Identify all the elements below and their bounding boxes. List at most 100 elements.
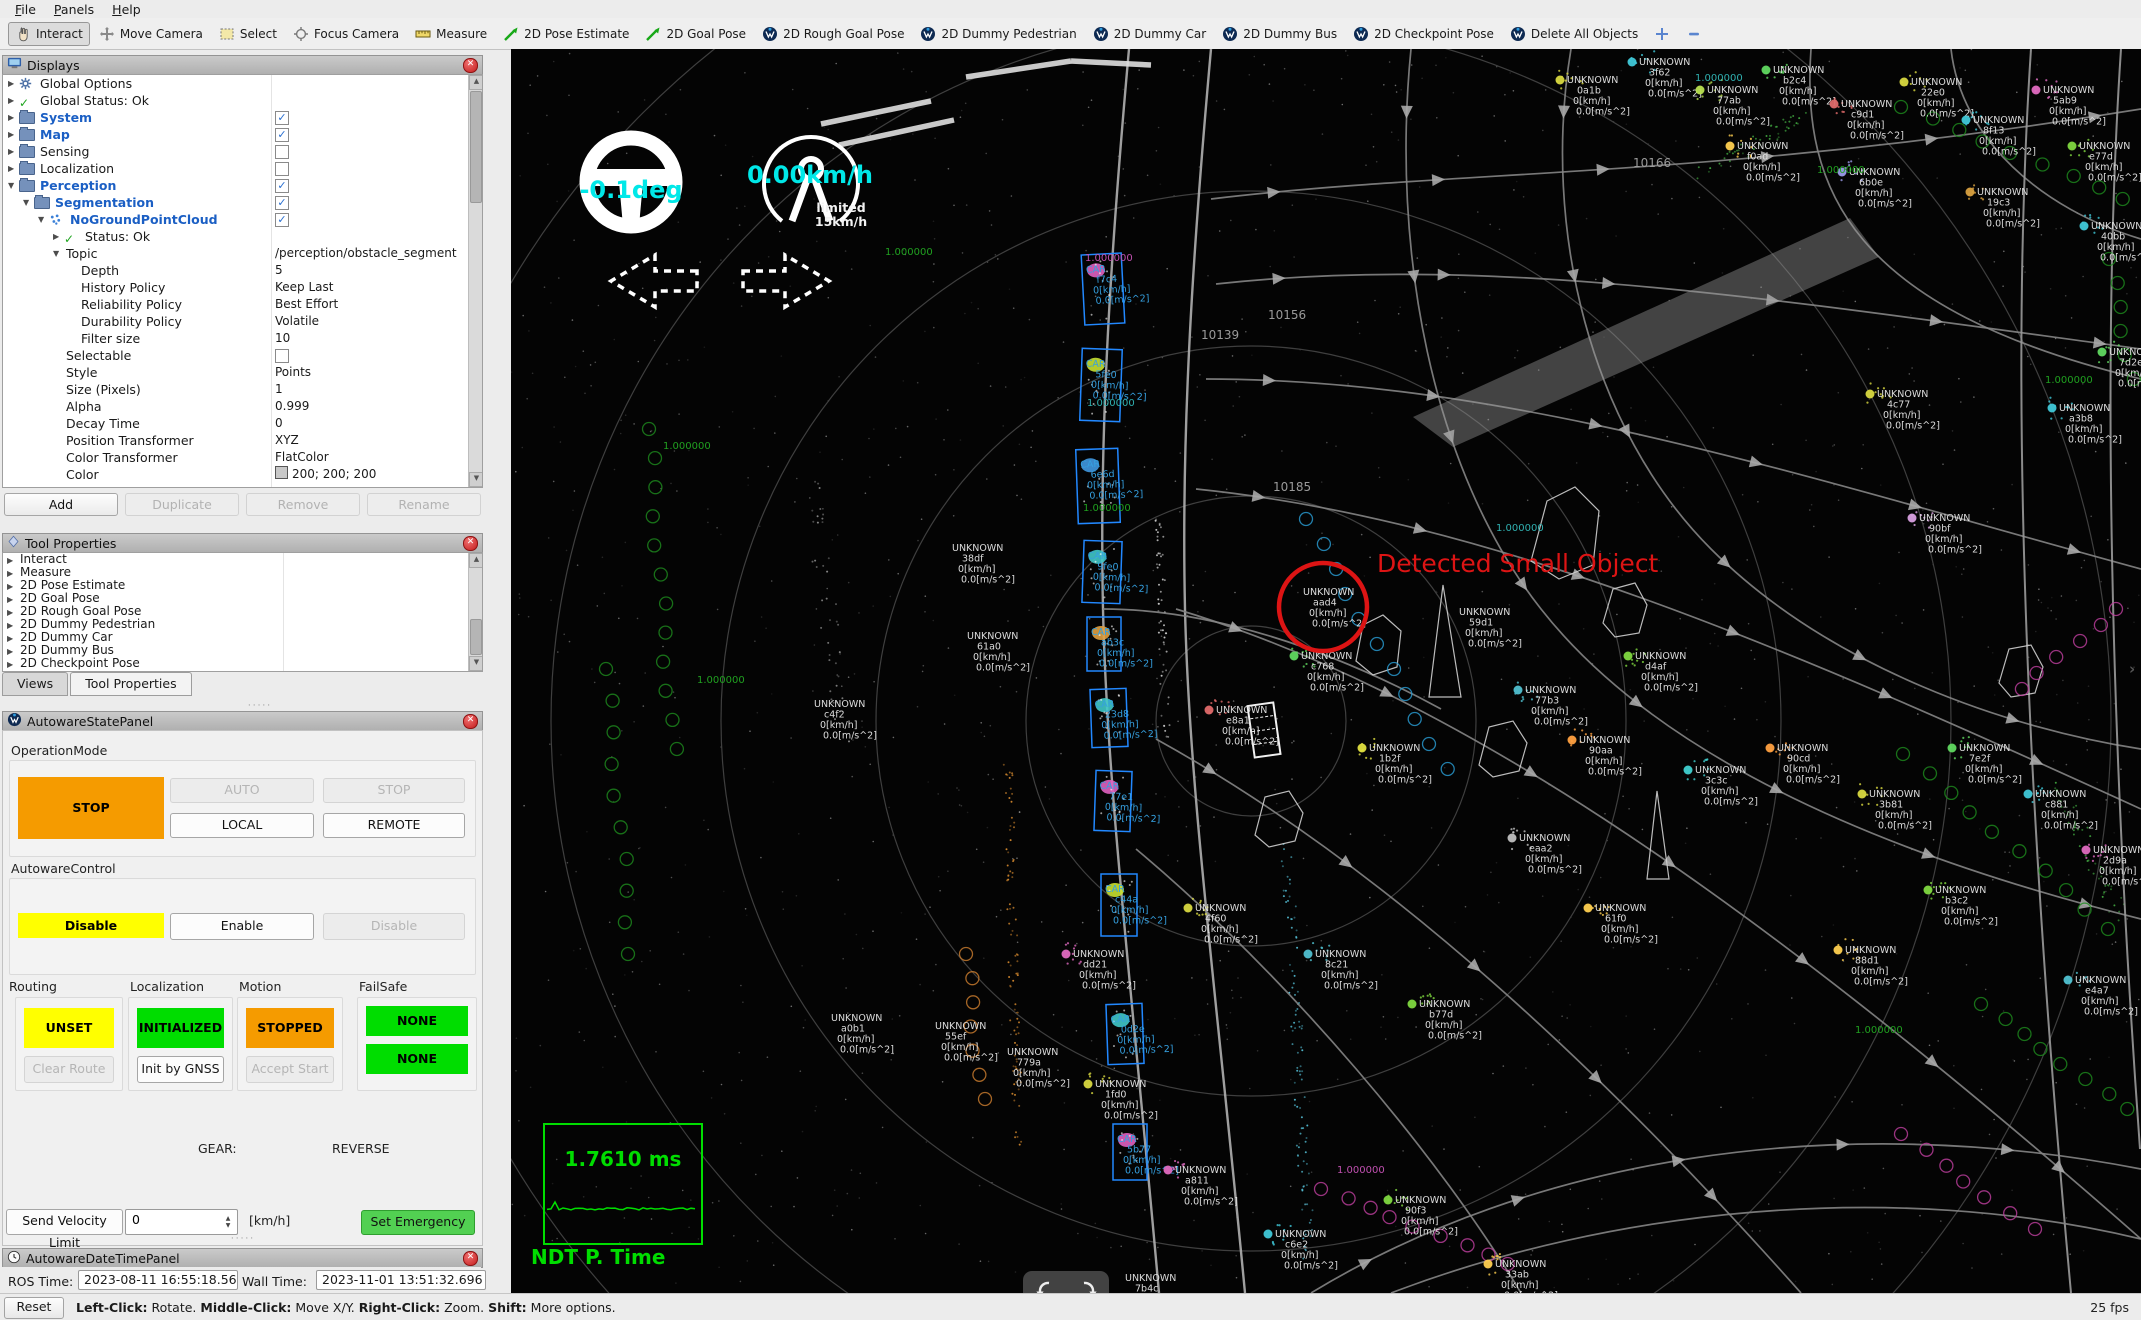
checkbox[interactable]: ✓ (275, 196, 289, 210)
tree-row-topic[interactable]: ▼Topic/perception/obstacle_segmentatio.. (3, 245, 482, 262)
send-velocity-limit-button[interactable]: Send Velocity Limit (6, 1209, 123, 1235)
reset-button[interactable]: Reset (4, 1297, 64, 1319)
checkbox[interactable] (275, 162, 289, 176)
tool-2d-dummy-car[interactable]: 2D Dummy Car (1086, 22, 1214, 46)
set-emergency-button[interactable]: Set Emergency (361, 1210, 475, 1235)
tree-row-alpha[interactable]: Alpha0.999 (3, 398, 482, 415)
expanded-arrow-icon[interactable]: ▼ (23, 194, 29, 211)
ros-time-field[interactable]: 2023-08-11 16:55:18.567 (78, 1270, 238, 1290)
tree-row-nogroundpointcloud[interactable]: ▼NoGroundPointCloud✓ (3, 211, 482, 228)
close-icon[interactable]: ✕ (463, 536, 478, 551)
checkbox[interactable]: ✓ (275, 213, 289, 227)
tool-2d-dummy-pedestrian[interactable]: 2D Dummy Pedestrian (913, 22, 1083, 46)
tool-measure[interactable]: Measure (408, 22, 494, 46)
checkbox[interactable] (275, 145, 289, 159)
checkbox[interactable] (275, 349, 289, 363)
tool-2d-checkpoint-pose[interactable]: 2D Checkpoint Pose (1346, 22, 1501, 46)
scroll-down-icon[interactable]: ▼ (469, 656, 483, 671)
menu-file[interactable]: File (8, 2, 43, 17)
scroll-thumb[interactable] (470, 619, 482, 655)
property-value[interactable]: /perception/obstacle_segmentatio.. (275, 245, 457, 262)
tree-row-global-options[interactable]: ▶Global Options (3, 75, 482, 92)
tree-row-durability-policy[interactable]: Durability PolicyVolatile (3, 313, 482, 330)
tree-row-color[interactable]: Color200; 200; 200 (3, 466, 482, 483)
expanded-arrow-icon[interactable]: ▼ (53, 245, 59, 262)
property-value[interactable]: 1 (275, 381, 457, 398)
close-icon[interactable]: ✕ (463, 1251, 478, 1266)
tree-row-perception[interactable]: ▼Perception✓ (3, 177, 482, 194)
property-value[interactable]: 200; 200; 200 (275, 466, 457, 483)
tool-interact[interactable]: Interact (8, 22, 90, 46)
checkbox[interactable]: ✓ (275, 179, 289, 193)
tool-2d-goal-pose[interactable]: 2D Goal Pose (638, 22, 753, 46)
rotate-right-button[interactable] (1076, 1278, 1100, 1293)
scroll-up-icon[interactable]: ▲ (469, 75, 483, 90)
tree-row-filter-size[interactable]: Filter size10 (3, 330, 482, 347)
tree-row-global-status-ok[interactable]: ▶✓Global Status: Ok (3, 92, 482, 109)
checkbox[interactable]: ✓ (275, 111, 289, 125)
tool-delete-all-objects[interactable]: Delete All Objects (1503, 22, 1645, 46)
tool-prop-interact[interactable]: ▶Interact (3, 553, 482, 566)
scroll-up-icon[interactable]: ▲ (469, 553, 483, 568)
tree-row-status-ok[interactable]: ▶✓Status: Ok (3, 228, 482, 245)
tree-row-color-transformer[interactable]: Color TransformerFlatColor (3, 449, 482, 466)
collapsed-arrow-icon[interactable]: ▶ (8, 109, 14, 126)
tree-row-history-policy[interactable]: History PolicyKeep Last (3, 279, 482, 296)
add-button[interactable]: Add (4, 493, 118, 516)
close-icon[interactable]: ✕ (463, 714, 478, 729)
remote-button[interactable]: REMOTE (323, 813, 465, 838)
collapsed-arrow-icon[interactable]: ▶ (8, 92, 14, 109)
menu-panels[interactable]: Panels (47, 2, 101, 17)
3d-viewport[interactable]: 10139101561018510166CARf7c40[km/h]0.0[m/… (511, 49, 2141, 1293)
scroll-down-icon[interactable]: ▼ (469, 472, 483, 487)
collapsed-arrow-icon[interactable]: ▶ (8, 160, 14, 177)
scroll-thumb[interactable] (470, 91, 482, 203)
tool-move-camera[interactable]: Move Camera (92, 22, 210, 46)
collapsed-arrow-icon[interactable]: ▶ (8, 75, 14, 92)
tab-tool-properties[interactable]: Tool Properties (70, 672, 191, 696)
property-value[interactable]: Volatile (275, 313, 457, 330)
collapsed-arrow-icon[interactable]: ▶ (7, 658, 13, 671)
tool-plus-button[interactable] (1647, 22, 1677, 46)
collapsed-arrow-icon[interactable]: ▶ (8, 126, 14, 143)
tool-properties-scrollbar[interactable]: ▲ ▼ (468, 553, 482, 671)
tool-2d-pose-estimate[interactable]: 2D Pose Estimate (496, 22, 636, 46)
close-icon[interactable]: ✕ (463, 58, 478, 73)
wall-time-field[interactable]: 2023-11-01 13:51:32.696 (316, 1270, 486, 1290)
property-value[interactable]: FlatColor (275, 449, 457, 466)
tool-2d-dummy-bus[interactable]: 2D Dummy Bus (1215, 22, 1344, 46)
enable-button[interactable]: Enable (170, 913, 314, 940)
tool-minus-button[interactable] (1679, 22, 1709, 46)
property-value[interactable]: 0 (275, 415, 457, 432)
displays-scrollbar[interactable]: ▲ ▼ (468, 75, 482, 487)
expanded-arrow-icon[interactable]: ▼ (8, 177, 14, 194)
tree-row-position-transformer[interactable]: Position TransformerXYZ (3, 432, 482, 449)
init-by-gnss-button[interactable]: Init by GNSS (137, 1056, 224, 1083)
tool-select[interactable]: Select (212, 22, 284, 46)
property-value[interactable]: 10 (275, 330, 457, 347)
property-value[interactable]: XYZ (275, 432, 457, 449)
panel-collapse-arrow[interactable]: › (2129, 660, 2135, 678)
tree-row-reliability-policy[interactable]: Reliability PolicyBest Effort (3, 296, 482, 313)
splitter-handle[interactable]: ····· (213, 1234, 273, 1244)
property-value[interactable]: Points (275, 364, 457, 381)
collapsed-arrow-icon[interactable]: ▶ (53, 228, 59, 245)
property-value[interactable]: 0.999 (275, 398, 457, 415)
tree-row-size-pixels-[interactable]: Size (Pixels)1 (3, 381, 482, 398)
checkbox[interactable]: ✓ (275, 128, 289, 142)
property-value[interactable]: Best Effort (275, 296, 457, 313)
tree-row-depth[interactable]: Depth5 (3, 262, 482, 279)
property-value[interactable]: Keep Last (275, 279, 457, 296)
splitter-handle[interactable]: ····· (230, 701, 290, 711)
spinner-arrows-icon[interactable]: ▲▼ (221, 1210, 235, 1234)
expanded-arrow-icon[interactable]: ▼ (38, 211, 44, 228)
collapsed-arrow-icon[interactable]: ▶ (8, 143, 14, 160)
tree-row-system[interactable]: ▶System✓ (3, 109, 482, 126)
tab-views[interactable]: Views (2, 672, 68, 696)
tool-prop-2d-checkpoint-pose[interactable]: ▶2D Checkpoint Pose (3, 657, 482, 670)
rotate-left-button[interactable] (1033, 1278, 1057, 1293)
local-button[interactable]: LOCAL (170, 813, 314, 838)
velocity-limit-spinbox[interactable]: ▲▼ (125, 1209, 238, 1235)
tree-row-style[interactable]: StylePoints (3, 364, 482, 381)
tree-row-sensing[interactable]: ▶Sensing (3, 143, 482, 160)
